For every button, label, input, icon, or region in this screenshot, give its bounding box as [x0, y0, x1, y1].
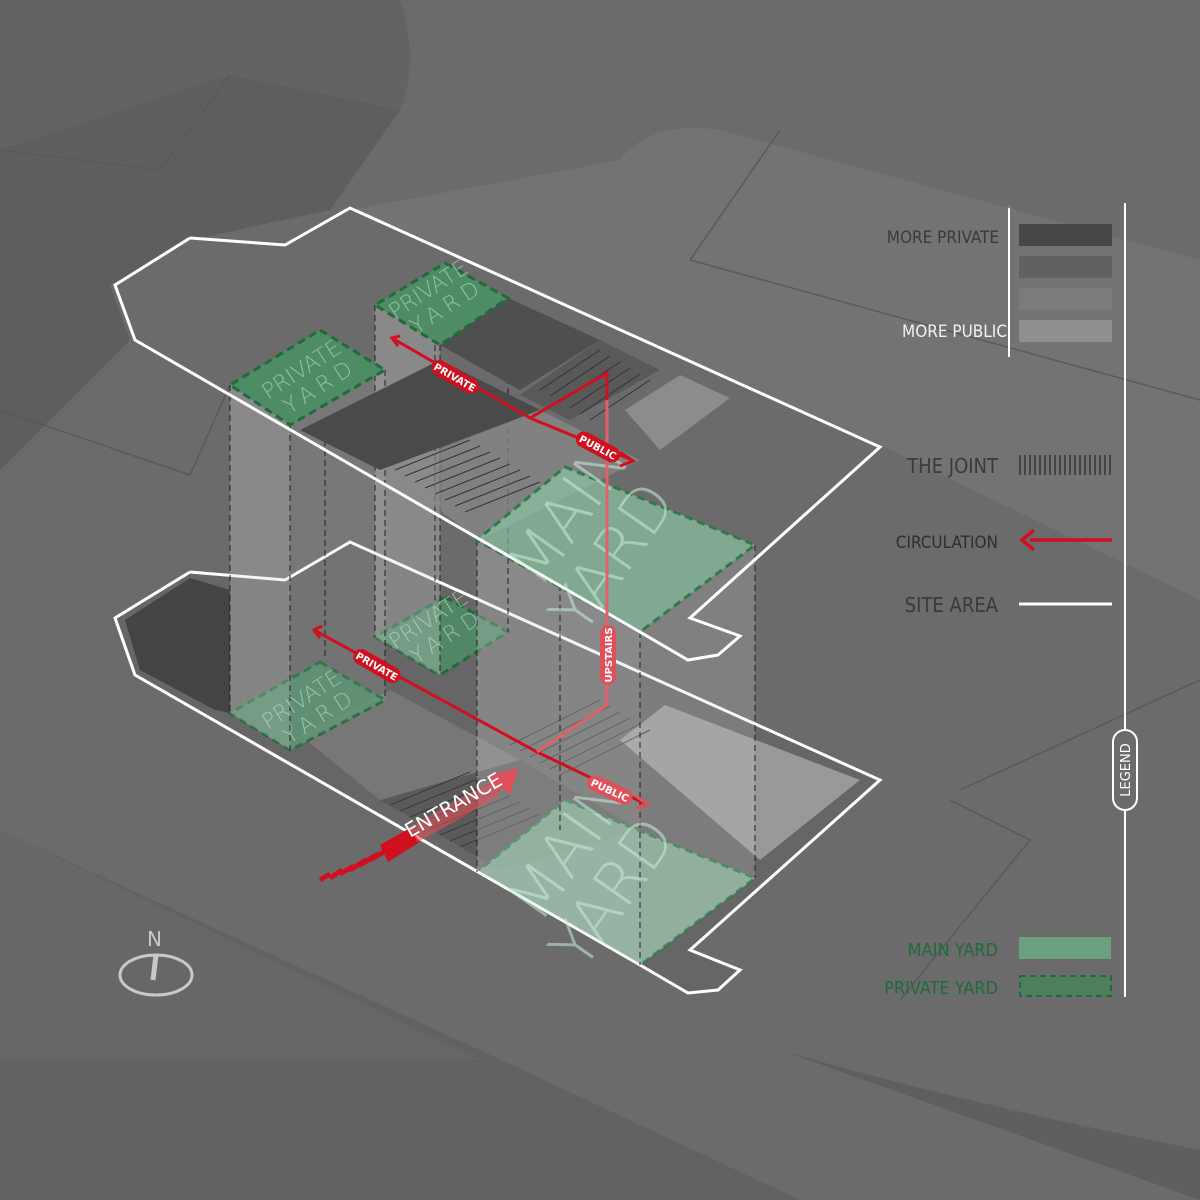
- svg-text:MAINYARD: MAINYARD: [484, 425, 695, 646]
- joint-hatch-upper: [394, 349, 651, 513]
- swatch-main-yard: [1019, 937, 1111, 959]
- arrow-up-icon: [1001, 204, 1017, 215]
- lower-level: [113, 540, 883, 995]
- legend-site-area: SITE AREA: [905, 593, 999, 617]
- svg-text:UPSTAIRS: UPSTAIRS: [604, 627, 615, 682]
- site-outline-upper: [113, 206, 883, 662]
- legend-the-joint: THE JOINT: [906, 454, 999, 478]
- svg-text:N: N: [147, 927, 162, 951]
- legend-main-yard: MAIN YARD: [908, 940, 998, 961]
- swatch-more-public: [1019, 320, 1112, 342]
- joint-swatch: [1019, 455, 1111, 475]
- private-yard-upper-right: [372, 261, 511, 347]
- swatch-more-private: [1019, 224, 1112, 246]
- swatch-private-yard: [1019, 975, 1112, 997]
- legend-private-yard: PRIVATE YARD: [884, 978, 998, 999]
- legend-title: LEGEND: [1119, 743, 1134, 796]
- site-outline-lower: [113, 540, 883, 995]
- main-yard-lower: [474, 798, 759, 967]
- swatch-public-mid: [1019, 288, 1112, 310]
- public-zone-upper: [625, 375, 730, 450]
- private-yard-lower-right: [372, 595, 511, 677]
- private-zone-lower: [125, 578, 230, 713]
- legend-circulation: CIRCULATION: [896, 533, 998, 553]
- legend-more-private: MORE PRIVATE: [887, 228, 999, 248]
- north-arrow-icon: N: [118, 927, 194, 997]
- main-yard-upper: [474, 465, 759, 634]
- joint-upper: [385, 410, 640, 540]
- public-zone-lower: [620, 705, 860, 860]
- legend: LEGEND MORE PRIVATE MORE PUBLIC THE JOIN…: [884, 203, 1138, 999]
- swatch-private-mid: [1019, 256, 1112, 278]
- circulation-tag-upstairs: UPSTAIRS: [600, 625, 616, 685]
- legend-more-public: MORE PUBLIC: [902, 322, 1007, 342]
- arrow-left-icon: [1019, 528, 1036, 552]
- private-yard-upper-left: [227, 328, 388, 427]
